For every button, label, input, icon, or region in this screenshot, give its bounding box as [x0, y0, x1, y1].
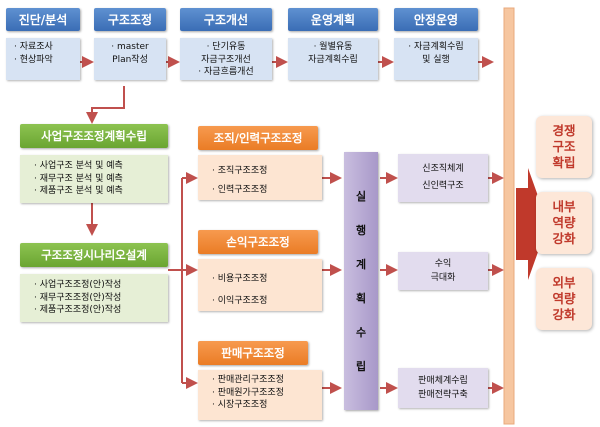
result-line: 판매전략구축	[418, 390, 468, 400]
bar-char: 획	[355, 292, 367, 305]
step-diagnosis: 진단/분석 · 자료조사 · 현상파악	[6, 8, 80, 80]
step-body: · 월별유동 자금계획수립	[288, 38, 378, 80]
flow-vertical-bar	[503, 7, 515, 425]
result-line: 신인력구조	[422, 181, 464, 191]
mid-block-sales: 판매구조조정 · 판매관리구조조정 · 판매원가구조조정 · 시장구조조정	[198, 341, 322, 420]
block-body: · 사업구조 분석 및 예측 · 재무구조 분석 및 예측 · 제품구조 분석 …	[20, 155, 168, 203]
result-profit: 수익 극대화	[398, 252, 488, 290]
result-line: 극대화	[430, 273, 456, 283]
block-item: · 제품구조 분석 및 예측	[34, 186, 123, 196]
outcome-line: 역량	[552, 291, 576, 306]
bar-char: 실	[355, 190, 367, 203]
result-line: 판매체계수립	[418, 376, 468, 386]
step-body: · 자료조사 · 현상파악	[6, 38, 80, 80]
block-body: · 판매관리구조조정 · 판매원가구조조정 · 시장구조조정	[198, 370, 322, 420]
outcome-external-capability: 외부 역량 강화	[536, 268, 592, 330]
mid-block-profit: 손익구조조정 · 비용구조조정 · 이익구조조정	[198, 230, 322, 311]
outcome-line: 외부	[552, 275, 576, 290]
block-item: · 사업구조조정(안)작성	[34, 280, 122, 290]
outcome-internal-capability: 내부 역량 강화	[536, 192, 592, 254]
block-item: · 판매원가구조조정	[212, 387, 284, 398]
outcome-competitive-structure: 경쟁 구조 확립	[536, 116, 592, 178]
block-item: · 시장구조조정	[212, 400, 268, 410]
step-restructure: 구조조정 · master Plan작성	[94, 8, 166, 80]
block-item: · 조직구조조정	[212, 166, 268, 176]
mid-block-org: 조직/인력구조조정 · 조직구조조정 · 인력구조조정	[198, 126, 322, 200]
result-line: 신조직체계	[422, 164, 464, 174]
block-item: · 이익구조조정	[212, 296, 268, 306]
step-item: 및 실행	[422, 54, 450, 65]
step-title: 구조개선	[180, 8, 272, 31]
result-line: 수익	[434, 259, 452, 269]
step-item: · 자금계획수립	[408, 42, 464, 52]
execution-plan-bar: 실 행 계 획 수 립	[344, 152, 378, 410]
bar-char: 계	[355, 258, 367, 271]
outcome-line: 구조	[552, 139, 576, 154]
step-item: · 월별유동	[313, 42, 353, 52]
arrow-step2-down	[86, 86, 125, 124]
step-improvement: 구조개선 · 단기유동 자금구조개선 · 자금흐름개선	[180, 8, 272, 80]
step-item: · 자료조사	[14, 42, 53, 52]
left-block-scenario: 구조조정시나리오설계 · 사업구조조정(안)작성 · 재무구조조정(안)작성 ·…	[20, 243, 168, 322]
block-body: · 비용구조조정 · 이익구조조정	[198, 259, 322, 311]
step-item: · master	[111, 42, 149, 52]
big-arrow-shape	[516, 168, 548, 280]
step-item: 자금구조개선	[201, 54, 251, 65]
step-title: 구조조정	[94, 8, 166, 31]
block-item: · 재무구조조정(안)작성	[34, 292, 122, 303]
block-item: · 재무구조 분석 및 예측	[34, 173, 123, 184]
step-title: 안정운영	[394, 8, 478, 31]
outcome-line: 강화	[552, 307, 576, 322]
step-title: 운영계획	[288, 8, 378, 31]
block-title: 조직/인력구조조정	[198, 126, 318, 150]
block-item: · 판매관리구조조정	[212, 375, 284, 385]
outcome-line: 역량	[552, 215, 576, 230]
bar-char: 립	[355, 360, 367, 373]
step-item: · 자금흐름개선	[198, 67, 254, 77]
block-title: 구조조정시나리오설계	[20, 243, 168, 267]
block-item: · 비용구조조정	[212, 274, 268, 284]
block-title: 판매구조조정	[198, 341, 308, 365]
step-operation-plan: 운영계획 · 월별유동 자금계획수립	[288, 8, 378, 80]
step-stable-operation: 안정운영 · 자금계획수립 및 실행	[394, 8, 478, 80]
outcome-line: 강화	[552, 231, 576, 246]
step-item: 자금계획수립	[308, 54, 358, 65]
block-item: · 사업구조 분석 및 예측	[34, 161, 123, 171]
outcome-line: 경쟁	[552, 123, 576, 138]
step-title: 진단/분석	[6, 8, 80, 31]
result-organization: 신조직체계 신인력구조	[398, 154, 488, 202]
block-title: 사업구조조정계획수립	[20, 124, 168, 148]
bar-char: 수	[355, 326, 367, 339]
result-sales: 판매체계수립 판매전략구축	[398, 368, 488, 408]
block-body: · 조직구조조정 · 인력구조조정	[198, 155, 322, 200]
step-body: · 단기유동 자금구조개선 · 자금흐름개선	[180, 38, 272, 80]
step-body: · 자금계획수립 및 실행	[394, 38, 478, 80]
block-item: · 인력구조조정	[212, 185, 268, 195]
outcome-line: 내부	[552, 199, 576, 214]
left-block-plan: 사업구조조정계획수립 · 사업구조 분석 및 예측 · 재무구조 분석 및 예측…	[20, 124, 168, 203]
step-item: · 현상파악	[14, 54, 53, 65]
step-item: Plan작성	[112, 54, 148, 65]
bar-char: 행	[355, 224, 367, 237]
step-item: · 단기유동	[206, 42, 246, 52]
block-body: · 사업구조조정(안)작성 · 재무구조조정(안)작성 · 제품구조조정(안)작…	[20, 274, 168, 322]
step-body: · master Plan작성	[94, 38, 166, 80]
block-title: 손익구조조정	[198, 230, 318, 254]
outcome-line: 확립	[552, 155, 576, 170]
block-item: · 제품구조조정(안)작성	[34, 305, 122, 315]
